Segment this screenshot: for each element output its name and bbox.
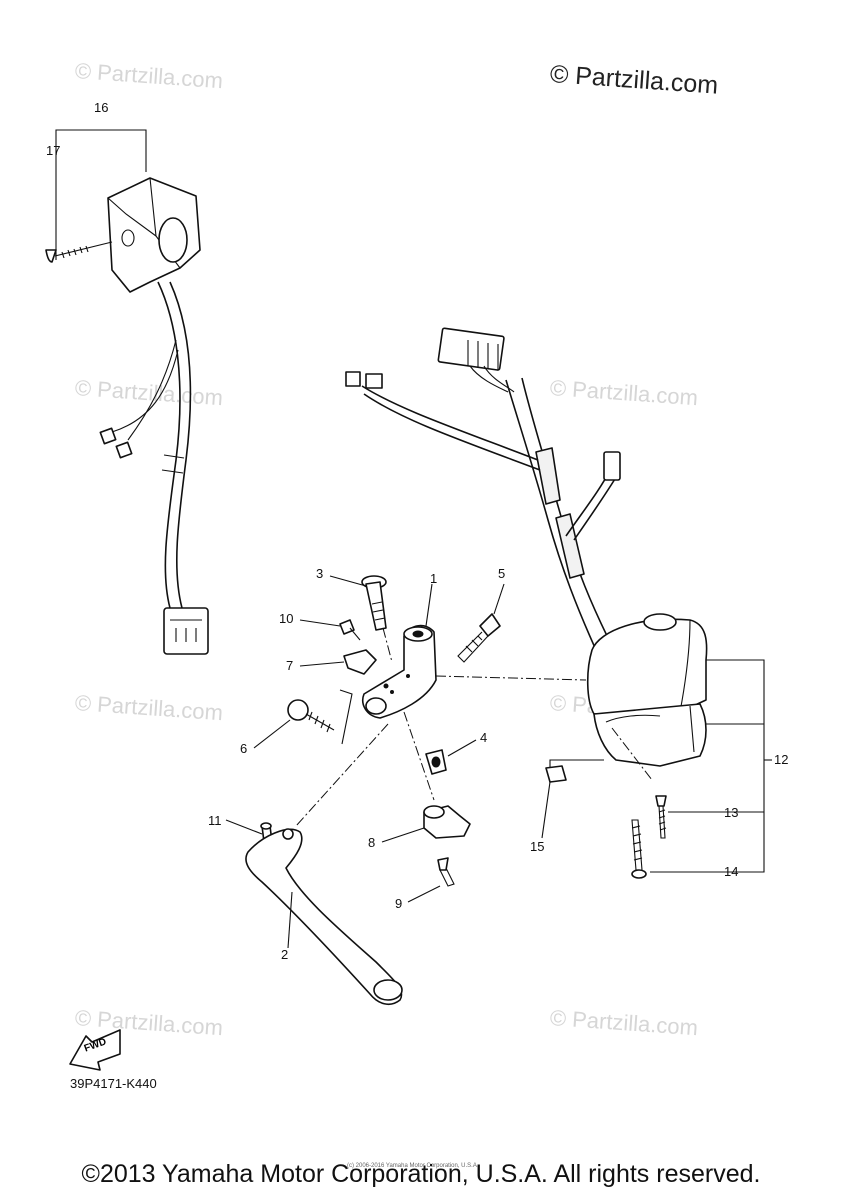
callout-13: 13 bbox=[724, 805, 739, 820]
callout-8: 8 bbox=[368, 835, 376, 850]
callout-6: 6 bbox=[240, 741, 248, 756]
callout-17: 17 bbox=[46, 143, 61, 158]
left-switch-assembly bbox=[45, 129, 209, 655]
callout-1: 1 bbox=[430, 571, 438, 586]
callout-14: 14 bbox=[724, 864, 739, 879]
callout-11: 11 bbox=[208, 813, 222, 828]
right-switch-harness bbox=[345, 327, 772, 879]
callout-2: 2 bbox=[281, 947, 289, 962]
callout-12: 12 bbox=[774, 752, 789, 767]
callout-4: 4 bbox=[480, 730, 488, 745]
footer-copyright: ©2013 Yamaha Motor Corporation, U.S.A. A… bbox=[81, 1160, 761, 1188]
callout-9: 9 bbox=[395, 896, 403, 911]
diagram-code: 39P4171-K440 bbox=[70, 1076, 157, 1091]
callout-5: 5 bbox=[498, 566, 506, 581]
callout-16: 16 bbox=[94, 100, 109, 115]
lever-bracket-assembly bbox=[69, 575, 587, 1071]
callout-7: 7 bbox=[286, 658, 294, 673]
callout-3: 3 bbox=[316, 566, 324, 581]
leader-lines bbox=[225, 575, 720, 949]
callout-15: 15 bbox=[530, 839, 545, 854]
callout-10: 10 bbox=[279, 611, 294, 626]
tiny-copyright: (c) 2006-2016 Yamaha Motor Corporation, … bbox=[347, 1163, 479, 1169]
